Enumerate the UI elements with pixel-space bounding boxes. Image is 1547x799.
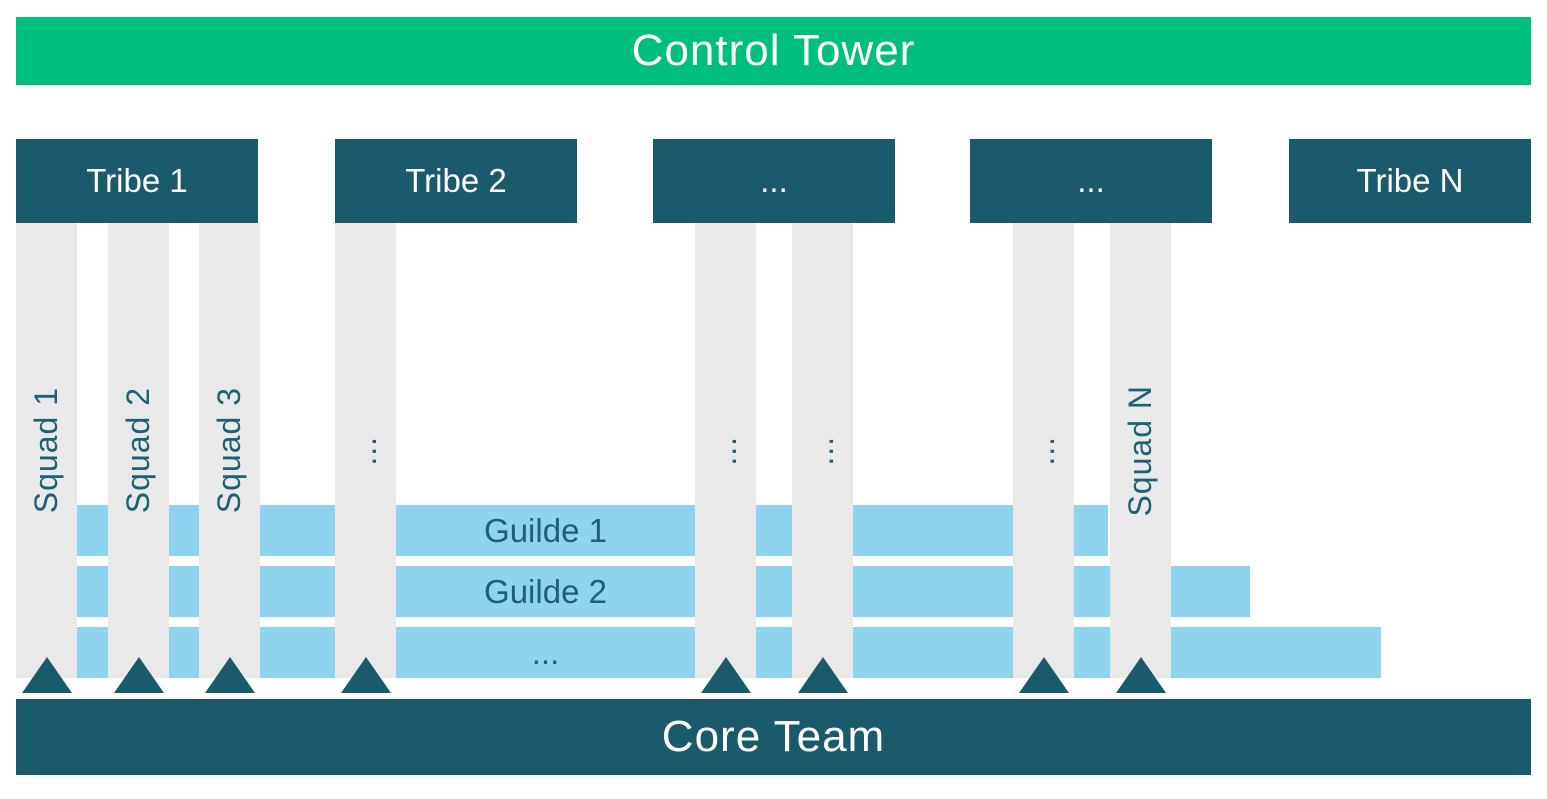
connector-triangle-1 — [22, 657, 72, 693]
connector-triangle-8 — [1116, 657, 1166, 693]
squad-ellipsis-column-4: ... — [1013, 223, 1074, 678]
tribe-1-box: Tribe 1 — [16, 139, 258, 223]
tribe-1-label: Tribe 1 — [86, 162, 188, 199]
squad-ellipsis-column-2: ... — [695, 223, 756, 678]
squad-n-label: Squad N — [1122, 384, 1158, 517]
tribe-n-box: Tribe N — [1289, 139, 1531, 223]
connector-triangle-3 — [205, 657, 255, 693]
squad-2-label: Squad 2 — [120, 387, 156, 514]
connector-triangle-6 — [798, 657, 848, 693]
guilde-1-label: Guilde 1 — [484, 512, 607, 549]
control-tower-label: Control Tower — [631, 26, 916, 75]
squad-2-column: Squad 2 — [108, 223, 169, 678]
connector-triangle-4 — [341, 657, 391, 693]
guilde-2-label: Guilde 2 — [484, 573, 607, 610]
squad-3-column: Squad 3 — [199, 223, 260, 678]
tribe-n-label: Tribe N — [1356, 162, 1464, 199]
tribe-ellipsis-box-1: ... — [653, 139, 895, 223]
squad-3-label: Squad 3 — [211, 387, 247, 514]
tribe-ellipsis-box-2: ... — [970, 139, 1212, 223]
core-team-label: Core Team — [661, 712, 886, 761]
squad-1-label: Squad 1 — [28, 387, 64, 514]
tribe-2-box: Tribe 2 — [335, 139, 577, 223]
squad-ellipsis-column-3: ... — [792, 223, 853, 678]
connector-triangle-7 — [1019, 657, 1069, 693]
tribe-ellipsis-label-2: ... — [1077, 162, 1105, 199]
squad-ellipsis-label-1: ... — [347, 435, 383, 466]
core-team-bar: Core Team — [16, 699, 1531, 775]
connector-triangle-2 — [114, 657, 164, 693]
tribe-2-label: Tribe 2 — [405, 162, 507, 199]
squad-1-column: Squad 1 — [16, 223, 77, 678]
squad-n-column: Squad N — [1110, 223, 1171, 678]
squad-ellipsis-column-1: ... — [335, 223, 396, 678]
control-tower-bar: Control Tower — [16, 17, 1531, 85]
guilde-ellipsis-label: ... — [531, 634, 560, 671]
tribe-ellipsis-label-1: ... — [760, 162, 788, 199]
connector-triangle-5 — [701, 657, 751, 693]
squad-ellipsis-label-2: ... — [707, 435, 743, 466]
squad-ellipsis-label-3: ... — [804, 435, 840, 466]
squad-ellipsis-label-4: ... — [1025, 435, 1061, 466]
